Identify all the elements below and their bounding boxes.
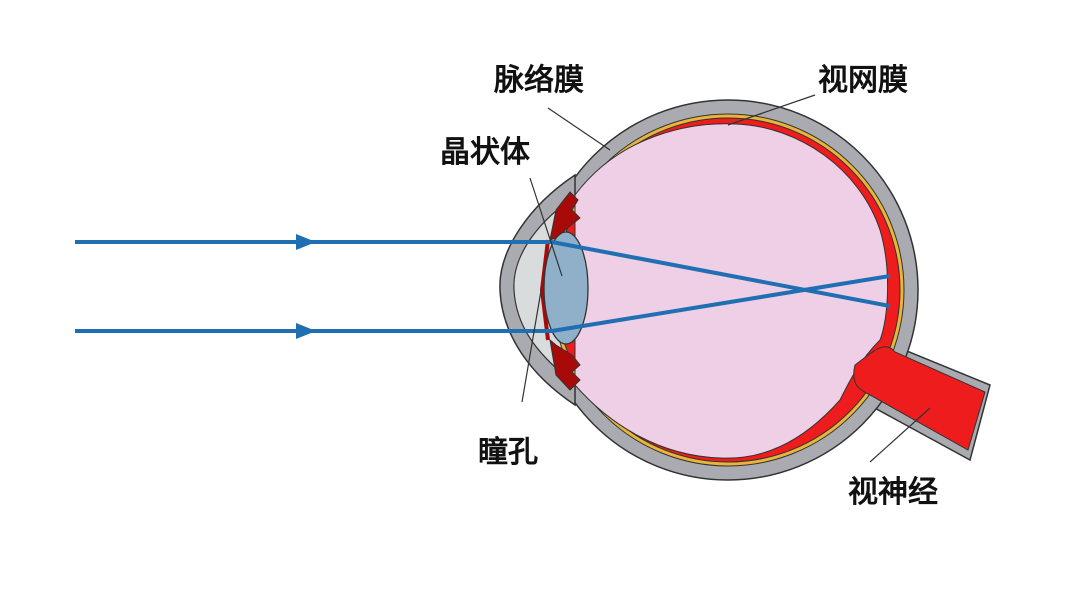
light-rays [75, 240, 891, 333]
optic-nerve-leader [869, 407, 931, 463]
label-choroid: 脉络膜 [494, 63, 584, 98]
label-optic-nerve: 视神经 [848, 475, 938, 510]
optic-nerve [853, 346, 986, 451]
choroid-leader [547, 107, 611, 151]
lens [543, 231, 589, 345]
iris-lower [549, 338, 581, 391]
leader-lines [521, 94, 931, 463]
label-lens: 晶状体 [440, 135, 530, 170]
label-pupil: 瞳孔 [478, 435, 538, 470]
label-retina: 视网膜 [818, 63, 908, 98]
retina-leader [727, 94, 816, 126]
upper-ray [75, 240, 891, 308]
iris-upper [549, 191, 581, 241]
arrow-icon [296, 323, 316, 339]
lower-ray [75, 274, 891, 333]
pupil-leader [521, 284, 543, 403]
pupil-edge [539, 239, 550, 341]
arrow-icon [296, 234, 316, 250]
lens-leader [529, 177, 563, 277]
